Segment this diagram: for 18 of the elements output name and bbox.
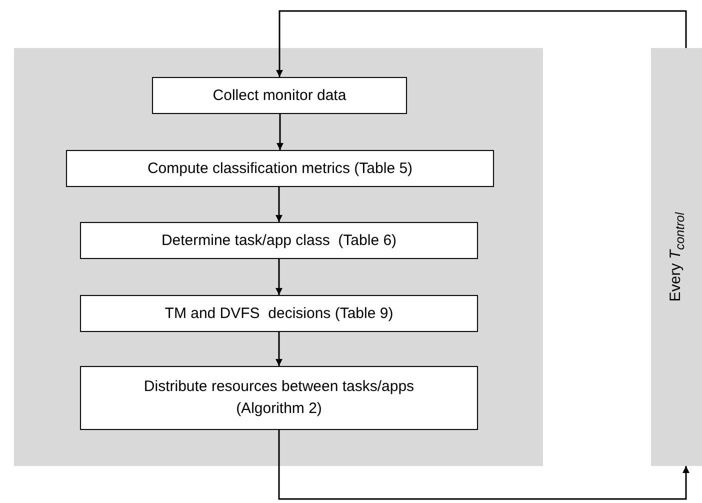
step-label: TM and DVFS decisions (Table 9) [164,304,394,324]
process-box [80,222,478,259]
step-label: Determine task/app class (Table 6) [161,230,397,251]
step-label: Compute classification metrics (Table 5) [147,158,413,179]
arrow [276,10,687,77]
step-label: Distribute resources between tasks/apps (Algorithm 2) [142,377,416,419]
process-box [66,150,494,187]
arrow [276,187,282,222]
arrow [276,114,284,150]
background-panel [14,48,543,466]
step-label: Collect monitor data [212,86,346,106]
timer-bar [651,48,702,466]
arrow [276,332,282,366]
process-box [152,77,407,114]
arrow [278,430,690,500]
process-box [80,366,478,430]
arrow [276,259,282,295]
process-box [80,295,478,332]
